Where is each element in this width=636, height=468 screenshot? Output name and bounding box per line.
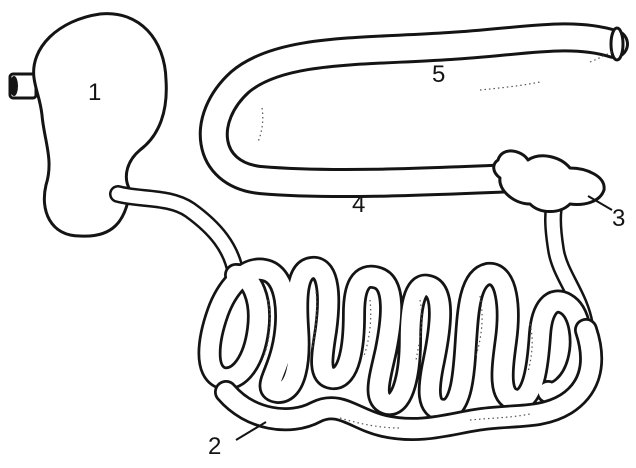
label-2: 2 <box>208 433 221 460</box>
label-3: 3 <box>612 205 625 232</box>
duodenum <box>118 194 236 275</box>
label-2-leader <box>236 422 266 440</box>
caecum <box>494 151 604 212</box>
label-5: 5 <box>432 61 445 88</box>
label-4: 4 <box>352 191 365 218</box>
esophagus-opening <box>10 76 18 96</box>
rectum-end <box>611 28 623 60</box>
label-1: 1 <box>88 79 101 106</box>
small-intestine <box>210 268 592 429</box>
